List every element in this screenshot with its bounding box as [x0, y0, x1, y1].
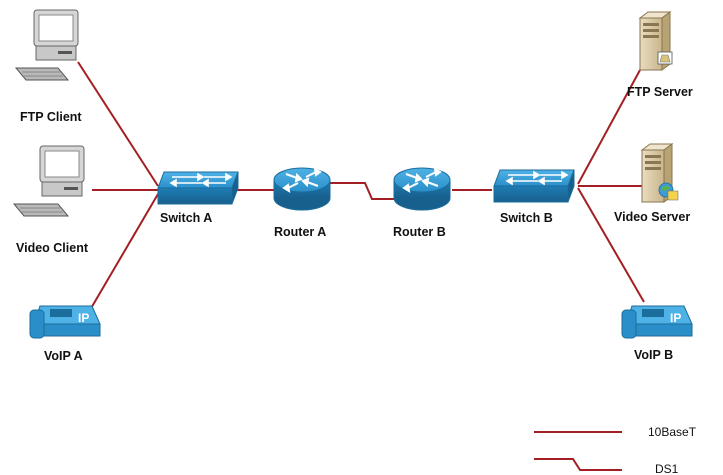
link-switch-b-voip-b — [577, 187, 645, 303]
switch-icon — [493, 169, 575, 203]
legend: 10BaseT DS1 — [534, 425, 697, 475]
router-icon — [273, 167, 331, 211]
ftp-server-device: FTP Server — [627, 11, 693, 99]
voip-a-label: VoIP A — [44, 349, 83, 363]
video-server-label: Video Server — [614, 210, 690, 224]
ip-badge: IP — [78, 311, 89, 325]
ftp-server-label: FTP Server — [627, 85, 693, 99]
router-a-label: Router A — [274, 225, 326, 239]
ip-badge: IP — [670, 311, 681, 325]
ip-phone-icon: IP — [29, 305, 101, 339]
ethernet-links — [77, 61, 645, 311]
video-client-device: Video Client — [12, 145, 89, 255]
ftp-client-device: FTP Client — [14, 9, 82, 124]
switch-icon — [157, 171, 239, 205]
legend-ds1-label: DS1 — [655, 462, 679, 475]
link-voip-a-switch-a — [89, 193, 159, 311]
router-b-device: Router B — [393, 167, 451, 239]
router-icon — [393, 167, 451, 211]
legend-ds1-line — [534, 458, 622, 471]
link-router-a-router-b-ds1 — [330, 182, 394, 200]
ftp-client-label: FTP Client — [20, 110, 82, 124]
server-icon — [640, 143, 679, 203]
switch-b-label: Switch B — [500, 211, 553, 225]
legend-10baset-label: 10BaseT — [648, 425, 697, 439]
router-a-device: Router A — [273, 167, 331, 239]
switch-b-device: Switch B — [493, 169, 575, 225]
switch-a-device: Switch A — [157, 171, 239, 225]
voip-b-device: IP VoIP B — [621, 305, 693, 362]
voip-a-device: IP VoIP A — [29, 305, 101, 363]
link-switch-b-ftp-server — [577, 69, 641, 185]
server-icon — [638, 11, 673, 71]
link-ftp-client-switch-a — [77, 61, 159, 187]
voip-b-label: VoIP B — [634, 348, 673, 362]
video-client-label: Video Client — [16, 241, 89, 255]
video-server-device: Video Server — [614, 143, 690, 224]
ip-phone-icon: IP — [621, 305, 693, 339]
desktop-computer-icon — [14, 9, 79, 81]
router-b-label: Router B — [393, 225, 446, 239]
desktop-computer-icon — [12, 145, 85, 217]
switch-a-label: Switch A — [160, 211, 212, 225]
